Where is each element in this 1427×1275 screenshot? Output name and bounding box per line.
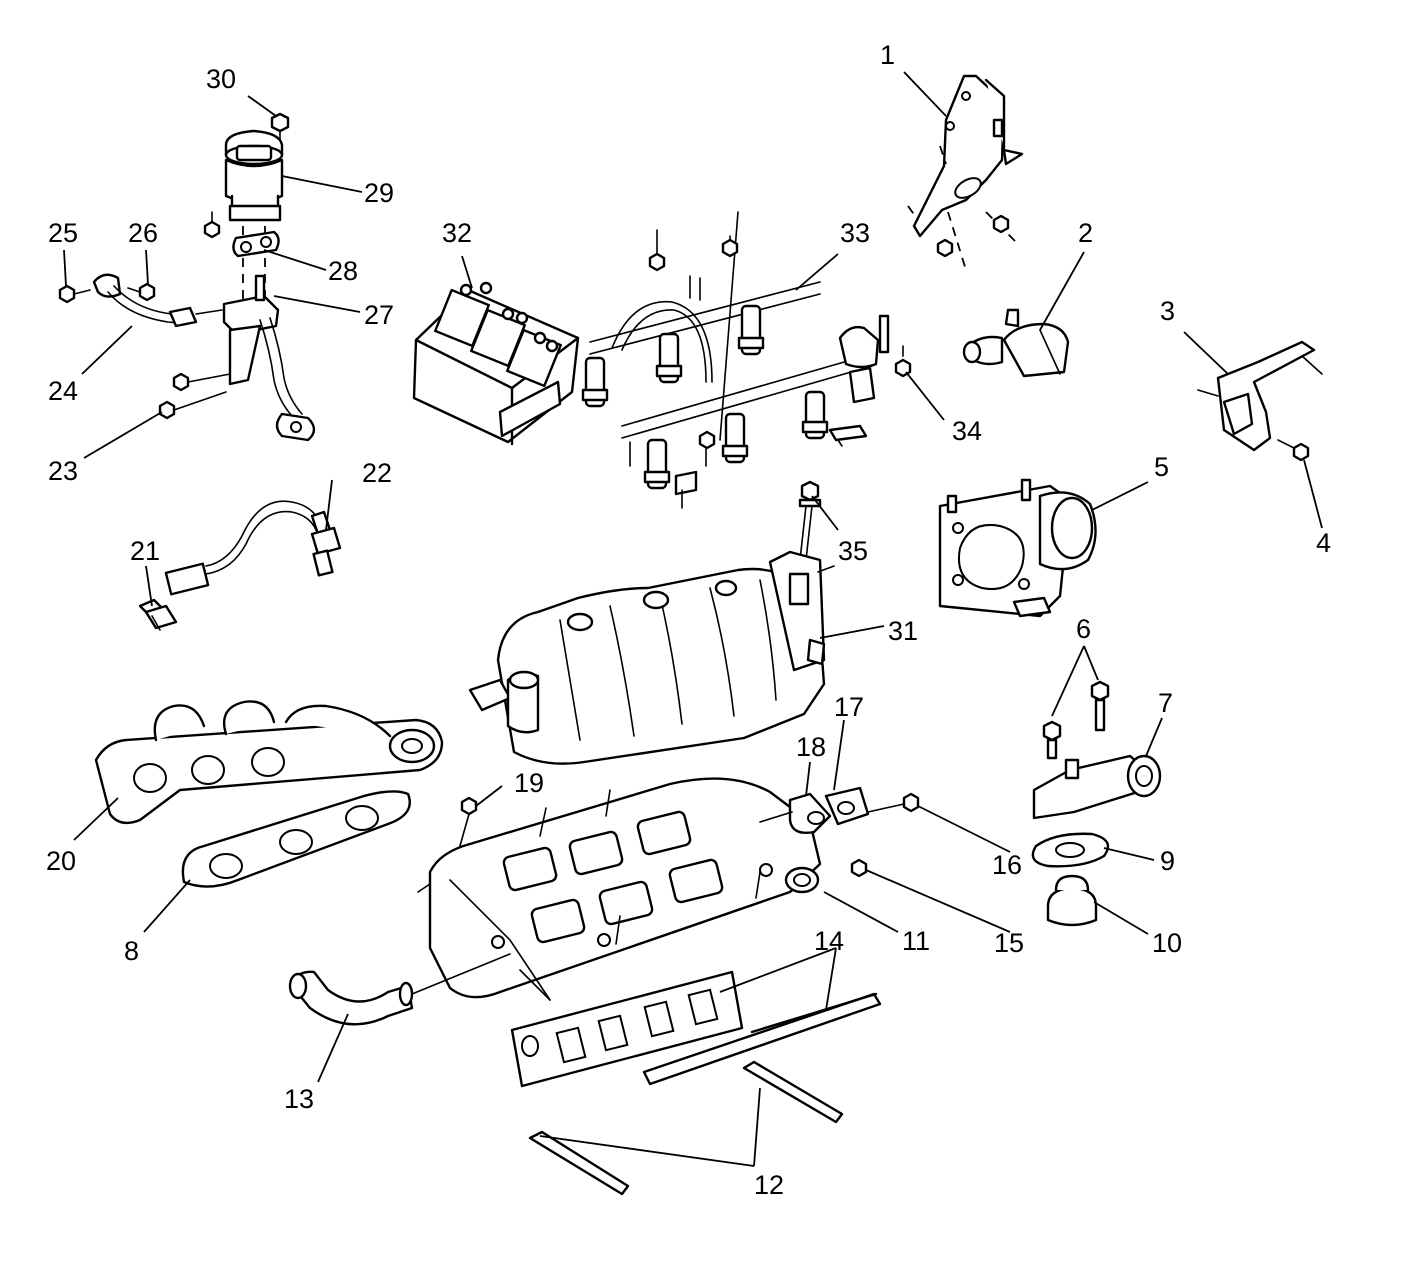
callout-5: 5	[1154, 452, 1169, 482]
callout-25: 25	[48, 218, 78, 248]
part-35-bolt	[798, 480, 822, 561]
part-21-sensor	[138, 598, 178, 631]
part-26-nut	[127, 282, 156, 302]
part-4-bolt	[1277, 439, 1310, 462]
injector	[801, 390, 829, 440]
bracket-nuts	[936, 214, 1010, 258]
part-2-valve	[962, 308, 1070, 378]
callout-12: 12	[754, 1170, 784, 1200]
callout-10: 10	[1152, 928, 1182, 958]
part-33-fuel-rail	[581, 211, 890, 509]
part-16-bolt	[867, 792, 920, 813]
callout-33: 33	[840, 218, 870, 248]
callout-20: 20	[46, 846, 76, 876]
callout-9: 9	[1160, 846, 1175, 876]
callout-labels: 1 2 3 4 5 6 7 8 9 10 11 12 13 14 15 16 1…	[46, 40, 1331, 1200]
part-18-sensor	[759, 792, 832, 834]
injector	[655, 332, 683, 384]
callout-27: 27	[364, 300, 394, 330]
callout-26: 26	[128, 218, 158, 248]
callout-34: 34	[952, 416, 982, 446]
part-34-nut	[894, 345, 912, 378]
injector	[581, 356, 609, 408]
callout-1: 1	[880, 40, 895, 70]
callout-30: 30	[206, 64, 236, 94]
callout-22: 22	[362, 458, 392, 488]
callout-11: 11	[902, 926, 930, 956]
callout-17: 17	[834, 692, 864, 722]
callout-16: 16	[992, 850, 1022, 880]
callout-4: 4	[1316, 528, 1331, 558]
injector	[643, 438, 671, 490]
part-14-intake-gasket	[642, 992, 882, 1086]
callout-24: 24	[48, 376, 78, 406]
part-24-egr-pipe	[92, 273, 223, 328]
callout-7: 7	[1158, 688, 1173, 718]
part-5-throttle-body	[938, 478, 1097, 618]
part-11-lower-intake-manifold	[417, 777, 822, 1001]
callout-29: 29	[364, 178, 394, 208]
part-31-upper-intake-manifold	[468, 550, 835, 765]
callout-18: 18	[796, 732, 826, 762]
part-23-bolts	[158, 372, 231, 420]
part-6-bolts	[1042, 680, 1110, 760]
egr-mount-bolts	[203, 211, 266, 320]
part-20-exhaust-manifold	[94, 700, 444, 825]
part-8-gasket	[181, 790, 411, 888]
callout-35: 35	[838, 536, 868, 566]
injector	[721, 412, 749, 464]
part-7-thermostat-housing	[1032, 754, 1162, 820]
callout-19: 19	[514, 768, 544, 798]
part-17-gasket	[824, 786, 870, 826]
part-28-egr-gasket	[232, 230, 280, 258]
part-3-bracket	[1197, 340, 1323, 452]
callout-3: 3	[1160, 296, 1175, 326]
callout-32: 32	[442, 218, 472, 248]
injector	[737, 304, 765, 356]
part-30-bolt	[270, 112, 290, 141]
part-25-bolt	[58, 284, 91, 304]
callout-28: 28	[328, 256, 358, 286]
callout-13: 13	[284, 1084, 314, 1114]
part-1-bracket	[907, 74, 1024, 271]
callout-2: 2	[1078, 218, 1093, 248]
callout-14: 14	[814, 926, 844, 956]
callout-31: 31	[888, 616, 918, 646]
callout-23: 23	[48, 456, 78, 486]
part-12-end-seal	[528, 1130, 630, 1196]
part-14-intake-gasket	[510, 970, 744, 1088]
part-22-oxygen-sensor	[164, 500, 342, 596]
leader-lines	[63, 71, 1323, 1167]
callout-15: 15	[994, 928, 1024, 958]
callout-6: 6	[1076, 614, 1091, 644]
part-9-gasket	[1031, 832, 1110, 868]
part-12-end-seal	[742, 1060, 844, 1124]
part-32-ignition-coil-pack	[412, 281, 580, 446]
callout-8: 8	[124, 936, 139, 966]
part-27-egr-adapter	[222, 274, 316, 442]
part-29-egr-valve	[224, 129, 284, 222]
part-15-bolt	[850, 858, 868, 878]
callout-21: 21	[130, 536, 160, 566]
part-10-thermostat	[1046, 874, 1098, 927]
